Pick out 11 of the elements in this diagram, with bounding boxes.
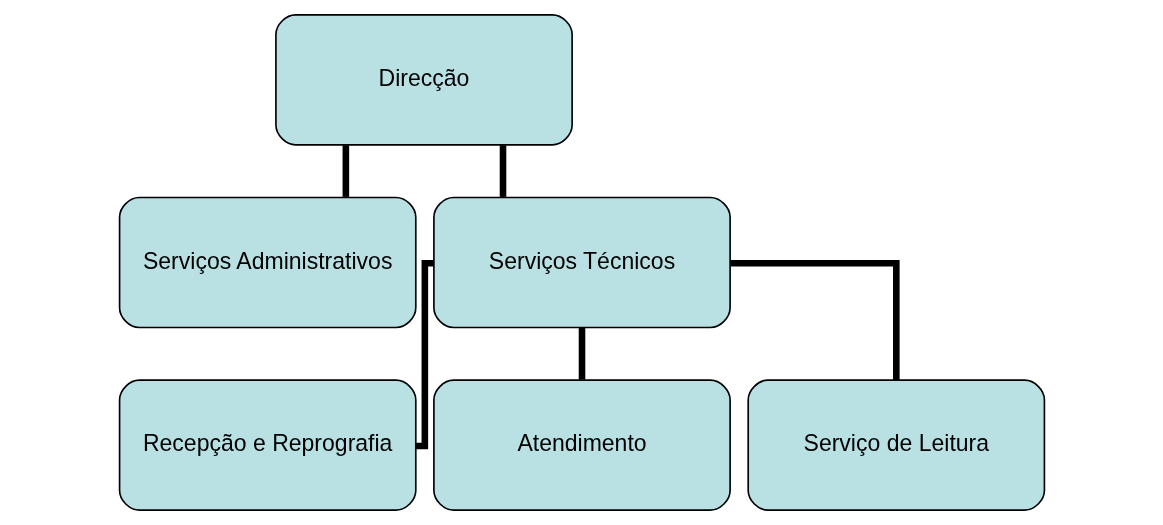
node-box: Direcção: [274, 14, 573, 146]
node-box: Serviço de Leitura: [746, 379, 1045, 511]
connector: [729, 260, 900, 381]
connector: [415, 260, 434, 450]
node-box: Serviços Administrativos: [118, 196, 417, 329]
node-box: Atendimento: [432, 379, 731, 511]
connector: [499, 145, 506, 197]
node-box: Serviços Técnicos: [432, 196, 731, 329]
connector: [578, 327, 585, 380]
connector: [342, 145, 349, 197]
node-box: Recepção e Reprografia: [118, 379, 417, 511]
